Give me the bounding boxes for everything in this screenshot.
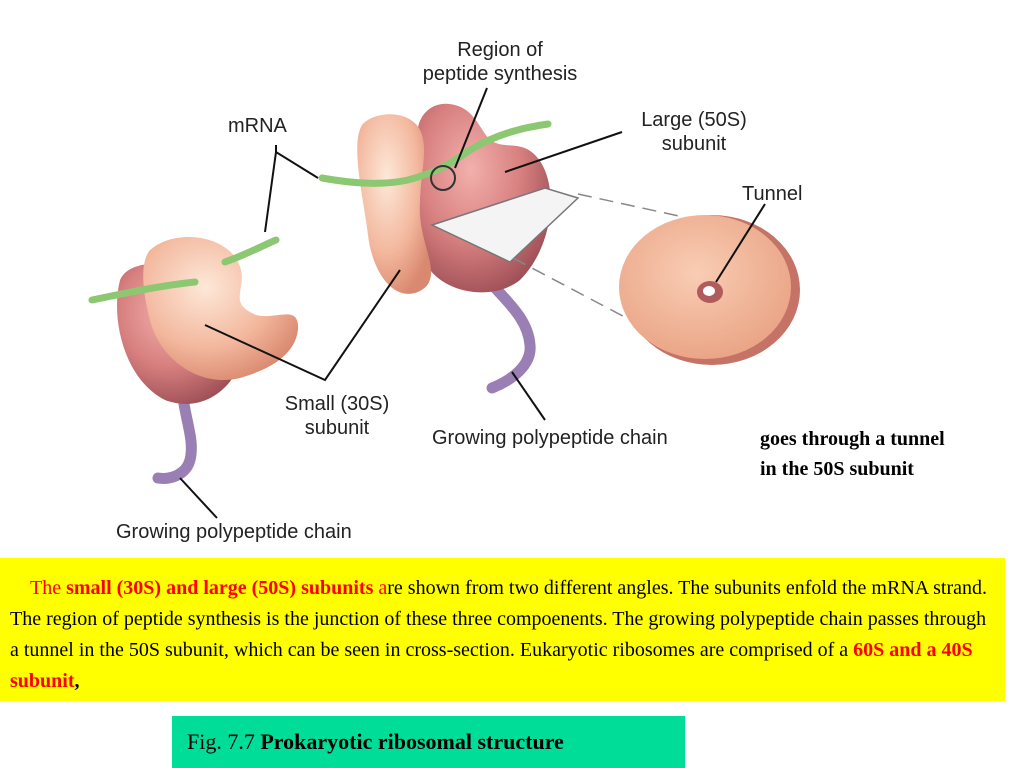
label-region-line1: Region of — [457, 39, 543, 61]
label-small-line1: Small (30S) — [285, 393, 389, 415]
left-polypeptide-chain — [152, 384, 197, 484]
left-small-subunit — [143, 236, 299, 381]
label-chain-right: Growing polypeptide chain — [432, 427, 668, 449]
pointer-lines — [179, 87, 766, 519]
caption-a: a — [373, 577, 388, 599]
label-small-line2: subunit — [305, 417, 370, 439]
tunnel-cross-section — [619, 215, 800, 365]
label-tunnel: Tunnel — [742, 183, 802, 205]
description-box: The small (30S) and large (50S) subunits… — [0, 558, 1005, 701]
figure-prefix: Fig. 7.7 — [187, 729, 261, 754]
center-ribosome — [318, 103, 580, 394]
center-polypeptide-chain — [484, 276, 536, 394]
label-region-line2: peptide synthesis — [423, 63, 578, 85]
caption-body: re shown from two different angles. The … — [10, 577, 987, 661]
center-mrna — [318, 120, 552, 187]
left-mrna — [88, 236, 280, 304]
caption-highlight-subunits: small (30S) and large (50S) subunits — [66, 577, 374, 599]
caption-end: , — [74, 670, 80, 692]
label-large-line1: Large (50S) — [641, 109, 747, 131]
center-small-subunit — [357, 114, 432, 294]
caption-lead: The — [30, 577, 67, 599]
cross-section-plane — [429, 187, 580, 263]
projection-lines — [512, 193, 689, 343]
label-mrna: mRNA — [228, 115, 288, 137]
tunnel-note-line1: goes through a tunnel — [760, 428, 945, 450]
caption-indent — [10, 577, 30, 599]
left-ribosome — [88, 236, 299, 484]
label-chain-left: Growing polypeptide chain — [116, 521, 352, 543]
tunnel-note: goes through a tunnel in the 50S subunit — [760, 424, 1020, 484]
tunnel-note-line2: in the 50S subunit — [760, 458, 914, 480]
caption-highlight-eukaryotic: 60S and a 40S subunit — [10, 639, 973, 692]
ribosome-diagram: Region of peptide synthesis mRNA Large (… — [88, 39, 802, 543]
figure-caption: Fig. 7.7 Prokaryotic ribosomal structure — [172, 716, 685, 768]
peptide-synthesis-site — [430, 165, 456, 191]
label-large-line2: subunit — [662, 133, 727, 155]
figure-title: Prokaryotic ribosomal structure — [260, 729, 564, 754]
